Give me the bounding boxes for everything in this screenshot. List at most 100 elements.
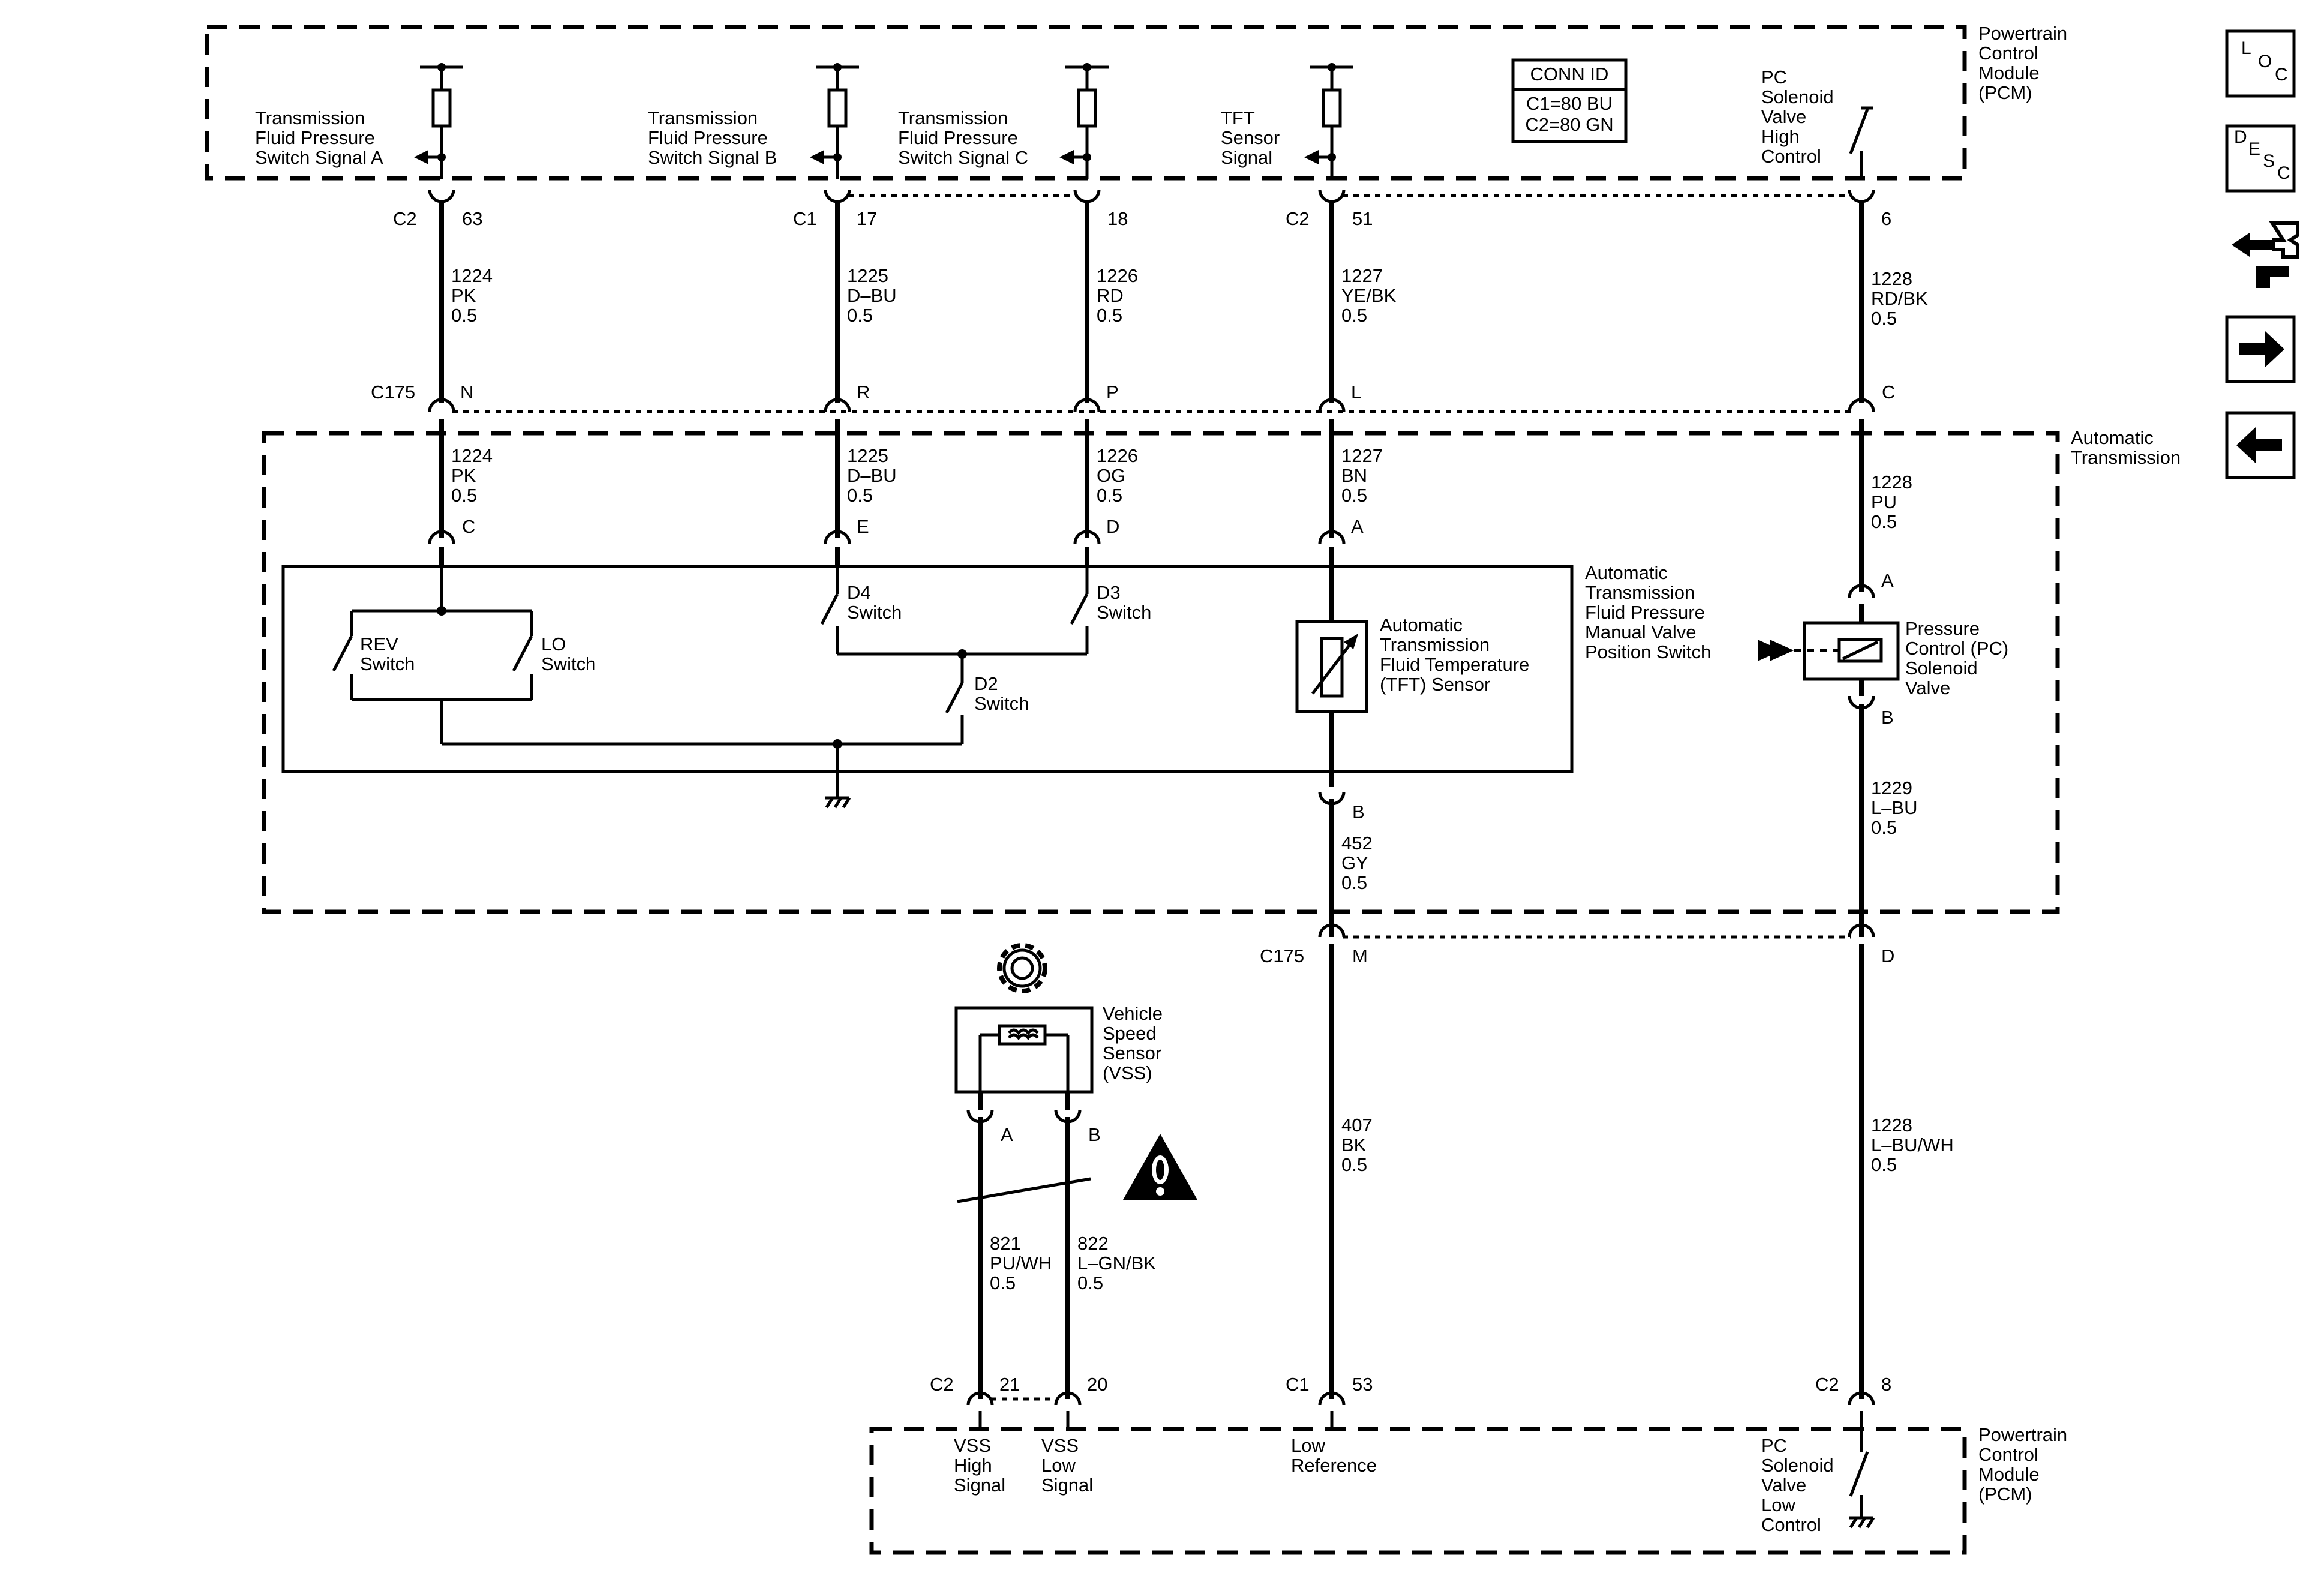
- pc-solenoid-label: Pressure Control (PC) Solenoid Valve: [1905, 618, 2014, 698]
- wire-1224-lower-label: 1224 PK 0.5: [451, 445, 498, 506]
- conn-id-box: CONN ID C1=80 BU C2=80 GN: [1511, 58, 1628, 143]
- c175-pin-d: D: [1881, 945, 1894, 966]
- wire-1225-lower-label: 1225 D–BU 0.5: [847, 445, 902, 506]
- wire-1224-upper-label: 1224 PK 0.5: [451, 265, 498, 326]
- bot-pin-c1: C1: [1286, 1374, 1310, 1395]
- transmission-box: Automatic Transmission: [262, 427, 2181, 914]
- wire-1228-lower-label: 1228 PU 0.5: [1871, 472, 1918, 532]
- low-reference-label: Low Reference: [1291, 1435, 1377, 1476]
- warning-icon: [1123, 1134, 1197, 1200]
- bot-pin-8: 8: [1881, 1374, 1891, 1395]
- pc-low-control-label: PC Solenoid Valve Low Control: [1761, 1435, 1839, 1535]
- wire-1227-upper-label: 1227 YE/BK 0.5: [1341, 265, 1401, 326]
- pcm-input-b: Transmission Fluid Pressure Switch Signa…: [648, 63, 859, 179]
- ground-icon: [825, 796, 851, 809]
- pcm-input-c: Transmission Fluid Pressure Switch Signa…: [898, 63, 1109, 179]
- conn-id-c2: C2=80 GN: [1525, 114, 1613, 135]
- pin-a-top-num: 63: [462, 208, 482, 229]
- switch-assembly-connectors: C E D A: [428, 516, 1364, 622]
- conn-id-c1: C1=80 BU: [1526, 93, 1613, 114]
- rev-switch-label: REV Switch: [360, 634, 415, 674]
- bot-pin-21: 21: [999, 1374, 1020, 1395]
- pcm-top-label: Powertrain Control Module (PCM): [1978, 23, 2073, 103]
- c175-lower-label: C175: [1260, 945, 1304, 966]
- pcm-bottom-label: Powertrain Control Module (PCM): [1978, 1424, 2073, 1505]
- wire-452: 452 GY 0.5: [1329, 799, 1377, 937]
- transmission-harness-wires: 1224 PK 0.5 1225 D–BU 0.5 1226 OG 0.5 12…: [439, 419, 1918, 592]
- next-button[interactable]: [2225, 315, 2296, 383]
- loc-icon: L O C: [2241, 38, 2288, 85]
- wire-1227-lower-label: 1227 BN 0.5: [1341, 445, 1388, 506]
- c175-upper-connector: C175 N R P L C: [371, 382, 1895, 413]
- c175-pin-l: L: [1351, 382, 1361, 403]
- lower-wires: 407 BK 0.5 1228 L–BU/WH 0.5: [1329, 944, 1959, 1399]
- connector-view-button[interactable]: [2232, 221, 2299, 288]
- bot-pin-c2: C2: [930, 1374, 954, 1395]
- pcm-bottom-connector-row: C2 21 20 C1 53 C2 8: [930, 1374, 1891, 1452]
- transmission-label: Automatic Transmission: [2071, 427, 2181, 468]
- wire-1225-upper-label: 1225 D–BU 0.5: [847, 265, 902, 326]
- d2-switch-label: D2 Switch: [974, 673, 1029, 714]
- trans-pin-a: A: [1351, 516, 1364, 537]
- tft-sensor: Automatic Transmission Fluid Temperature…: [1295, 614, 1535, 822]
- pc-pin-b: B: [1881, 707, 1894, 728]
- vss-pin-a: A: [1001, 1124, 1013, 1145]
- c175-upper-label: C175: [371, 382, 415, 403]
- signal-pc-high-label: PC Solenoid Valve High Control: [1761, 67, 1839, 167]
- d3-switch-label: D3 Switch: [1097, 582, 1151, 623]
- conn-id-title: CONN ID: [1530, 64, 1609, 85]
- pin-pc-top-num: 6: [1881, 208, 1891, 229]
- pin-tft-top-conn: C2: [1286, 208, 1310, 229]
- trans-pin-e: E: [857, 516, 869, 537]
- manual-valve-label: Automatic Transmission Fluid Pressure Ma…: [1585, 562, 1711, 662]
- wire-407-label: 407 BK 0.5: [1341, 1115, 1377, 1175]
- pin-b-top-num: 17: [857, 208, 877, 229]
- wire-1226-upper-label: 1226 RD 0.5: [1097, 265, 1143, 326]
- signal-b-label: Transmission Fluid Pressure Switch Signa…: [648, 107, 777, 168]
- trans-pin-d: D: [1106, 516, 1119, 537]
- d4-switch-label: D4 Switch: [847, 582, 902, 623]
- pcm-input-tft: TFT Sensor Signal: [1221, 63, 1353, 179]
- vss-low-signal-label: VSS Low Signal: [1041, 1435, 1093, 1496]
- c175-pin-c: C: [1882, 382, 1895, 403]
- pin-a-top-conn: C2: [393, 208, 417, 229]
- tft-sensor-label: Automatic Transmission Fluid Temperature…: [1380, 614, 1535, 695]
- previous-button[interactable]: [2225, 411, 2296, 479]
- pcm-input-a: Transmission Fluid Pressure Switch Signa…: [255, 63, 463, 179]
- desc-icon: D E S C: [2234, 127, 2290, 183]
- pc-pin-a: A: [1881, 570, 1894, 591]
- loc-button[interactable]: L O C: [2225, 29, 2296, 98]
- bot-pin-c2b: C2: [1815, 1374, 1839, 1395]
- c175-pin-r: R: [857, 382, 870, 403]
- wire-1228-upper-label: 1228 RD/BK 0.5: [1871, 268, 1933, 329]
- c175-lower-connector: C175 M D: [1260, 923, 1894, 966]
- signal-a-label: Transmission Fluid Pressure Switch Signa…: [255, 107, 383, 168]
- lo-switch-label: LO Switch: [541, 634, 596, 674]
- c175-pin-m: M: [1352, 945, 1368, 966]
- vss-high-signal-label: VSS High Signal: [954, 1435, 1005, 1496]
- wire-1228-bottom-label: 1228 L–BU/WH 0.5: [1871, 1115, 1959, 1175]
- vss-label: Vehicle Speed Sensor (VSS): [1103, 1003, 1168, 1083]
- previous-arrow-icon: [2236, 427, 2282, 463]
- c175-pin-p: P: [1106, 382, 1119, 403]
- c175-pin-n: N: [460, 382, 473, 403]
- wire-1229-label: 1229 L–BU 0.5: [1871, 778, 1923, 838]
- pcm-bottom-box: Powertrain Control Module (PCM) VSS High…: [869, 1424, 2073, 1555]
- upper-wires: 1224 PK 0.5 1225 D–BU 0.5 1226 RD 0.5 12…: [439, 202, 1933, 403]
- bot-pin-20: 20: [1087, 1374, 1107, 1395]
- connector-view-icon: [2232, 221, 2299, 288]
- pcm-top-connector-row: C2 63 C1 17 18 C2 51 6: [393, 189, 1891, 229]
- wire-452-label: 452 GY 0.5: [1341, 833, 1377, 893]
- bot-pin-53: 53: [1352, 1374, 1373, 1395]
- gear-icon: [997, 943, 1047, 993]
- pc-solenoid-valve: A B Pressure Control (PC) Solenoid Valve…: [1758, 570, 2014, 937]
- pin-b-top-conn: C1: [793, 208, 817, 229]
- pin-tft-top-num: 51: [1352, 208, 1373, 229]
- signal-tft-label: TFT Sensor Signal: [1221, 107, 1285, 168]
- vss-pin-b: B: [1088, 1124, 1101, 1145]
- pcm-pc-high-driver: PC Solenoid Valve High Control: [1761, 67, 1873, 179]
- desc-button[interactable]: D E S C: [2225, 124, 2296, 193]
- vehicle-speed-sensor: A B Vehicle Speed Sensor (VSS) 821 PU/WH…: [954, 1003, 1168, 1399]
- pin-c-top-num: 18: [1107, 208, 1128, 229]
